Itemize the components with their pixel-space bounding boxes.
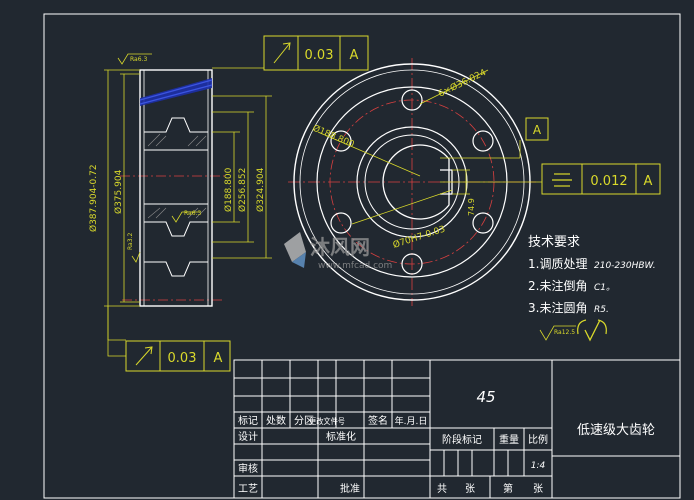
header-change-doc: 更改文件号 bbox=[309, 416, 345, 426]
tolerance-frame-top: 0.03 A bbox=[212, 35, 369, 71]
label-sheet-no: 第 bbox=[503, 482, 513, 495]
roughness-hub-label: Ra6.3 bbox=[184, 210, 201, 217]
web-hatch bbox=[147, 133, 207, 219]
label-scale: 比例 bbox=[528, 433, 548, 446]
hole-top-left bbox=[330, 130, 352, 152]
title-block bbox=[233, 359, 681, 499]
tolerance-bottom-datum: A bbox=[214, 351, 223, 366]
tech-item-3-prefix: 3.未注圆角 bbox=[528, 300, 587, 315]
parallel-tolerance-frame: 0.012 A bbox=[541, 163, 661, 195]
tech-item-2-suffix: C1。 bbox=[594, 283, 615, 293]
datum-a-label: A bbox=[533, 123, 542, 137]
tech-item-2-prefix: 2.未注倒角 bbox=[528, 278, 587, 293]
label-process: 工艺 bbox=[238, 483, 258, 495]
dim-holes-label: 6×Ø36.024 bbox=[436, 67, 488, 100]
tech-item-3-suffix: R5. bbox=[594, 305, 609, 315]
hole-bottom bbox=[401, 253, 423, 275]
lightening-holes bbox=[330, 89, 494, 275]
parallel-datum: A bbox=[644, 174, 653, 189]
label-sheets-1: 张 bbox=[465, 483, 475, 495]
label-check: 审核 bbox=[238, 462, 258, 475]
scale-value: 1:4 bbox=[531, 461, 546, 471]
web-lower-profile bbox=[144, 221, 208, 237]
front-dimension-leaders bbox=[317, 69, 542, 225]
watermark-logo-icon bbox=[284, 232, 306, 268]
watermark-url: www.mfcad.com bbox=[318, 261, 392, 271]
roughness-left-label: Ra3.2 bbox=[127, 233, 134, 250]
tech-item-1-prefix: 1.调质处理 bbox=[528, 257, 587, 271]
hatch-band bbox=[139, 78, 213, 106]
dim-hub-c: Ø324.904 bbox=[255, 167, 266, 212]
roughness-general-label: Ra12.5 bbox=[554, 329, 575, 336]
label-stage: 阶段标记 bbox=[442, 433, 482, 446]
dim-hub-b: Ø256.852 bbox=[237, 168, 248, 212]
dim-outer-diameter: Ø387.904-0.72 bbox=[88, 164, 99, 232]
tolerance-top-datum: A bbox=[350, 48, 359, 63]
title-block-text: 45 低速级大齿轮 标记 处数 分区 更改文件号 签名 年.月.日 设计 标准化… bbox=[238, 388, 655, 495]
runout-arrow-icon bbox=[273, 42, 291, 64]
watermark-text: 沐风网 bbox=[310, 235, 370, 259]
roughness-general-icon: Ra12.5 bbox=[539, 319, 607, 342]
hole-top-right bbox=[472, 130, 494, 152]
roughness-symbols bbox=[117, 53, 200, 263]
tech-requirements: 技术要求 1.调质处理 210-230HBW. 2.未注倒角 C1。 3.未注圆… bbox=[528, 235, 656, 342]
hole-bottom-right bbox=[472, 212, 494, 234]
header-mark: 标记 bbox=[238, 415, 258, 427]
rim-lower-line bbox=[144, 261, 208, 277]
watermark: 沐风网 www.mfcad.com bbox=[284, 232, 392, 271]
web-upper-profile bbox=[144, 117, 208, 133]
part-name: 低速级大齿轮 bbox=[577, 423, 655, 438]
parallel-value: 0.012 bbox=[590, 174, 627, 189]
side-right-dimensions bbox=[212, 95, 272, 259]
header-date: 年.月.日 bbox=[395, 415, 428, 427]
label-design: 设计 bbox=[238, 430, 258, 443]
header-sign: 签名 bbox=[368, 414, 388, 427]
label-sheets-2: 张 bbox=[533, 483, 543, 495]
label-total: 共 bbox=[437, 483, 447, 495]
dim-keyway-label: 74.9 bbox=[467, 198, 476, 216]
header-zone: 分区 bbox=[294, 415, 314, 427]
side-view: Ra6.3 Ra6.3 Ra3.2 Ø387.904-0.72 Ø375.904… bbox=[88, 35, 369, 372]
dim-hub-a: Ø188.800 bbox=[223, 167, 234, 212]
scale-number: 45 bbox=[476, 388, 495, 406]
tech-item-1-suffix: 210-230HBW. bbox=[594, 261, 656, 271]
gear-outline bbox=[139, 69, 213, 307]
bore-with-keyway bbox=[382, 144, 450, 220]
label-weight: 重量 bbox=[499, 433, 519, 446]
tech-title: 技术要求 bbox=[528, 235, 580, 250]
runout-arrow-icon bbox=[135, 346, 153, 366]
hole-bottom-left bbox=[330, 212, 352, 234]
label-approve: 批准 bbox=[340, 482, 360, 495]
hole-top bbox=[401, 89, 423, 111]
tolerance-top-value: 0.03 bbox=[305, 48, 334, 63]
tolerance-bottom-value: 0.03 bbox=[168, 351, 197, 366]
tolerance-frame-bottom: 0.03 A bbox=[107, 306, 231, 372]
roughness-top-label: Ra6.3 bbox=[130, 56, 147, 63]
datum-a-box: A bbox=[525, 117, 549, 141]
dim-tip-diameter: Ø375.904 bbox=[113, 169, 124, 214]
header-count: 处数 bbox=[266, 414, 286, 427]
parallel-icon bbox=[552, 173, 572, 187]
label-standardization: 标准化 bbox=[326, 430, 356, 443]
